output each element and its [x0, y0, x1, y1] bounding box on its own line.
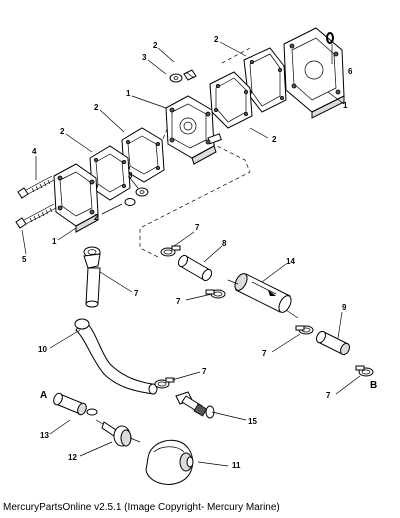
hose-segment-upper[interactable]: [177, 254, 214, 282]
washer-lower[interactable]: [135, 187, 149, 197]
callout-7: 7: [326, 391, 331, 400]
callout-2: 2: [94, 103, 99, 112]
hose-clamp-5[interactable]: [355, 365, 374, 377]
callout-2: 2: [94, 213, 99, 222]
hose-clamp-1[interactable]: [160, 245, 181, 257]
callout-7: 7: [176, 297, 181, 306]
hose-short-left[interactable]: [85, 267, 101, 308]
hose-segment-right[interactable]: [315, 330, 352, 356]
callout-1: 1: [343, 101, 348, 110]
callout-14: 14: [286, 257, 295, 266]
hose-segment-a[interactable]: [52, 392, 98, 416]
callout-7: 7: [262, 349, 267, 358]
gasket-small-lower[interactable]: [124, 198, 136, 206]
fuel-hose-long[interactable]: [74, 318, 158, 395]
callout-1: 1: [52, 237, 57, 246]
o-ring[interactable]: [326, 32, 334, 44]
diaphragm-plate[interactable]: [209, 71, 253, 129]
connection-letter-b: B: [370, 380, 377, 391]
image-copyright-caption: MercuryPartsOnline v2.5.1 (Image Copyrig…: [3, 502, 280, 513]
callout-3: 3: [128, 171, 133, 180]
callout-3: 3: [142, 53, 147, 62]
check-valve-upper[interactable]: [183, 69, 197, 81]
callout-10: 10: [38, 345, 47, 354]
gasket-upper-right[interactable]: [243, 47, 287, 113]
hose-elbow[interactable]: [83, 246, 101, 269]
callout-11: 11: [232, 461, 241, 470]
callout-8: 8: [222, 239, 227, 248]
callout-numbers: 2 3 2 6 1 1 2 2 2 3 2 4 1 5 7 8 7 7 14 9…: [22, 35, 353, 470]
callout-7: 7: [134, 289, 139, 298]
callout-9: 9: [342, 303, 347, 312]
hose-clamp-2[interactable]: [205, 289, 226, 299]
washer-upper[interactable]: [169, 73, 183, 83]
hose-clamp-3[interactable]: [295, 325, 314, 335]
fuel-pump-exploded-diagram: 2 3 2 6 1 1 2 2 2 3 2 4 1 5 7 8 7 7 14 9…: [15, 27, 377, 485]
screw-long[interactable]: [15, 203, 57, 229]
callout-2: 2: [153, 41, 158, 50]
primer-bulb[interactable]: [145, 439, 194, 485]
fuel-fitting[interactable]: [175, 391, 215, 419]
screw-short[interactable]: [17, 175, 55, 199]
fuel-pump-body[interactable]: [165, 95, 222, 165]
hose-clamp-4[interactable]: [154, 377, 175, 389]
connection-letter-a: A: [40, 390, 47, 401]
callout-15: 15: [248, 417, 257, 426]
callout-2: 2: [214, 35, 219, 44]
pump-cover-left[interactable]: [53, 163, 99, 233]
callout-12: 12: [68, 453, 77, 462]
pump-cover-right[interactable]: [283, 27, 345, 119]
callout-5: 5: [22, 255, 27, 264]
callout-2: 2: [272, 135, 277, 144]
callout-1: 1: [126, 89, 131, 98]
callout-6: 6: [348, 67, 353, 76]
callout-7: 7: [202, 367, 207, 376]
callout-2: 2: [60, 127, 65, 136]
callout-7: 7: [195, 223, 200, 232]
callout-13: 13: [40, 431, 49, 440]
leader-lines: [21, 41, 361, 467]
primer-valve[interactable]: [95, 419, 141, 447]
callout-4: 4: [32, 147, 37, 156]
inline-fuel-filter[interactable]: [227, 272, 299, 319]
